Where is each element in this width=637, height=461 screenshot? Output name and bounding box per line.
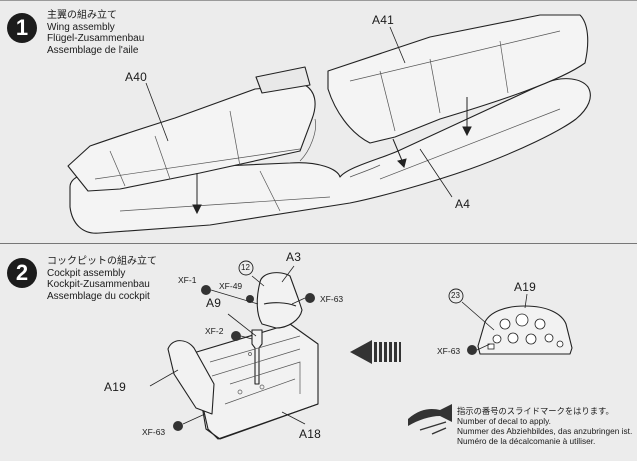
decal-marker-12 <box>238 260 254 276</box>
step-1-title-fr: Assemblage de l'aile <box>47 44 139 56</box>
paint-label-xf63-c: XF-63 <box>437 346 461 356</box>
decal-number-23: 23 <box>451 291 460 300</box>
cockpit-assembly-drawing <box>149 260 573 440</box>
step-2-title: コックピットの組み立て Cockpit assembly Kockpit-Zus… <box>47 256 157 302</box>
decal-note-en: Number of decal to apply. <box>457 416 551 426</box>
step-2-title-en: Cockpit assembly <box>47 267 126 279</box>
paint-label-xf1: XF-1 <box>178 275 197 285</box>
part-label-a3: A3 <box>286 250 302 264</box>
step-1-title: 主翼の組み立て Wing assembly Flügel-Zusammenbau… <box>47 10 144 56</box>
part-label-a18: A18 <box>299 427 321 441</box>
decal-note-de: Nummer des Abziehbildes, das anzubringen… <box>457 426 633 436</box>
decal-note-fr: Numéro de la décalcomanie à utiliser. <box>457 436 596 446</box>
part-label-a9: A9 <box>206 296 222 310</box>
wing-right-upper-part <box>327 14 589 144</box>
decal-marker-23 <box>448 288 464 304</box>
step-2-badge: 2 <box>7 258 37 288</box>
part-label-a19-left: A19 <box>104 380 126 394</box>
step-2-title-fr: Assemblage du cockpit <box>47 290 150 302</box>
paint-label-xf63-b: XF-63 <box>142 427 166 437</box>
seat-part <box>256 272 303 329</box>
step-2-title-de: Kockpit-Zusammenbau <box>47 279 150 290</box>
step-2-panel: 2 コックピットの組み立て Cockpit assembly Kockpit-Z… <box>0 243 637 461</box>
paint-label-xf49: XF-49 <box>219 281 243 291</box>
paint-label-xf2: XF-2 <box>205 326 224 336</box>
step-1-badge: 1 <box>7 13 37 43</box>
decal-note-jp: 指示の番号のスライドマークをはります。 <box>457 406 614 416</box>
step-1-title-en: Wing assembly <box>47 21 115 33</box>
step-1-title-jp: 主翼の組み立て <box>47 10 117 21</box>
wing-lower-part <box>69 78 591 234</box>
paint-label-xf63-a: XF-63 <box>320 294 344 304</box>
step-1-panel: 1 主翼の組み立て Wing assembly Flügel-Zusammenb… <box>0 0 637 234</box>
cockpit-side-panel-part <box>167 340 215 415</box>
assembly-direction-arrow <box>350 340 401 364</box>
control-stick-part <box>251 329 263 385</box>
part-label-a19-right: A19 <box>514 280 536 294</box>
step-1-title-de: Flügel-Zusammenbau <box>47 33 145 44</box>
decal-slide-icon <box>408 404 452 435</box>
part-label-a40: A40 <box>125 70 147 84</box>
step-2-title-jp: コックピットの組み立て <box>47 256 157 267</box>
part-label-a41: A41 <box>372 13 394 27</box>
wing-assembly-drawing <box>67 14 591 234</box>
decal-note: 指示の番号のスライドマークをはります。 Number of decal to a… <box>457 406 632 446</box>
decal-number-12: 12 <box>241 263 250 272</box>
part-label-a4: A4 <box>455 197 471 211</box>
